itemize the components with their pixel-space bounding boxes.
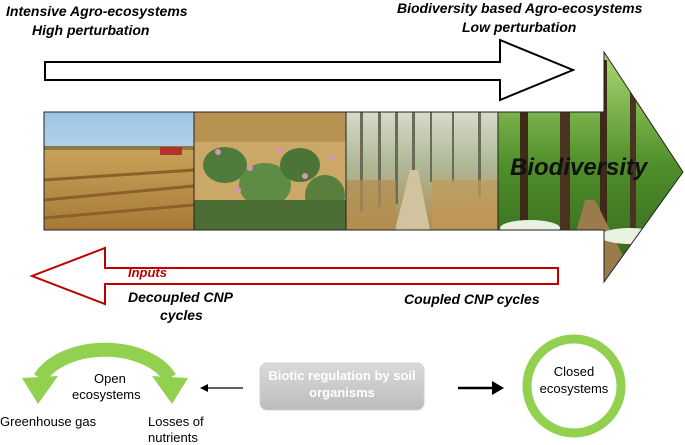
biodiversity-based-label: Biodiversity based Agro-ecosystems [397, 0, 643, 16]
closed-label: Closed [553, 364, 595, 379]
closed-label-2: ecosystems [539, 381, 609, 396]
high-perturbation-label: High perturbation [32, 22, 150, 38]
low-perturbation-label: Low perturbation [462, 19, 577, 35]
photo-arrow [44, 52, 683, 282]
decoupled-cycles-label: Decoupled CNP [128, 289, 234, 305]
biodiversity-label: Biodiversity [510, 154, 648, 181]
right-arrow [458, 381, 504, 395]
green-curved-arrow [22, 342, 188, 404]
losses-label-2: nutrients [148, 430, 198, 445]
biotic-regulation-label-2: organisms [309, 385, 375, 400]
open-label: Open [94, 371, 126, 386]
greenhouse-gas-label: Greenhouse gas [0, 414, 97, 429]
white-progress-arrow [44, 38, 576, 102]
coupled-cycles-label: Coupled CNP cycles [404, 291, 540, 307]
green-ring [522, 334, 626, 438]
left-arrow [200, 384, 243, 392]
decoupled-cycles-label-2: cycles [160, 307, 203, 323]
photo-harvested-field [44, 112, 195, 230]
biotic-regulation-box [259, 362, 425, 411]
photo-tree-rows [346, 112, 498, 230]
photo-flowering-crop [194, 112, 346, 230]
red-return-arrow [29, 246, 559, 306]
biotic-regulation-label: Biotic regulation by soil [268, 368, 416, 383]
open-label-2: ecosystems [72, 387, 141, 402]
losses-label: Losses of [148, 414, 204, 429]
intensive-label: Intensive Agro-ecosystems [6, 3, 188, 19]
inputs-label: Inputs [128, 265, 167, 280]
